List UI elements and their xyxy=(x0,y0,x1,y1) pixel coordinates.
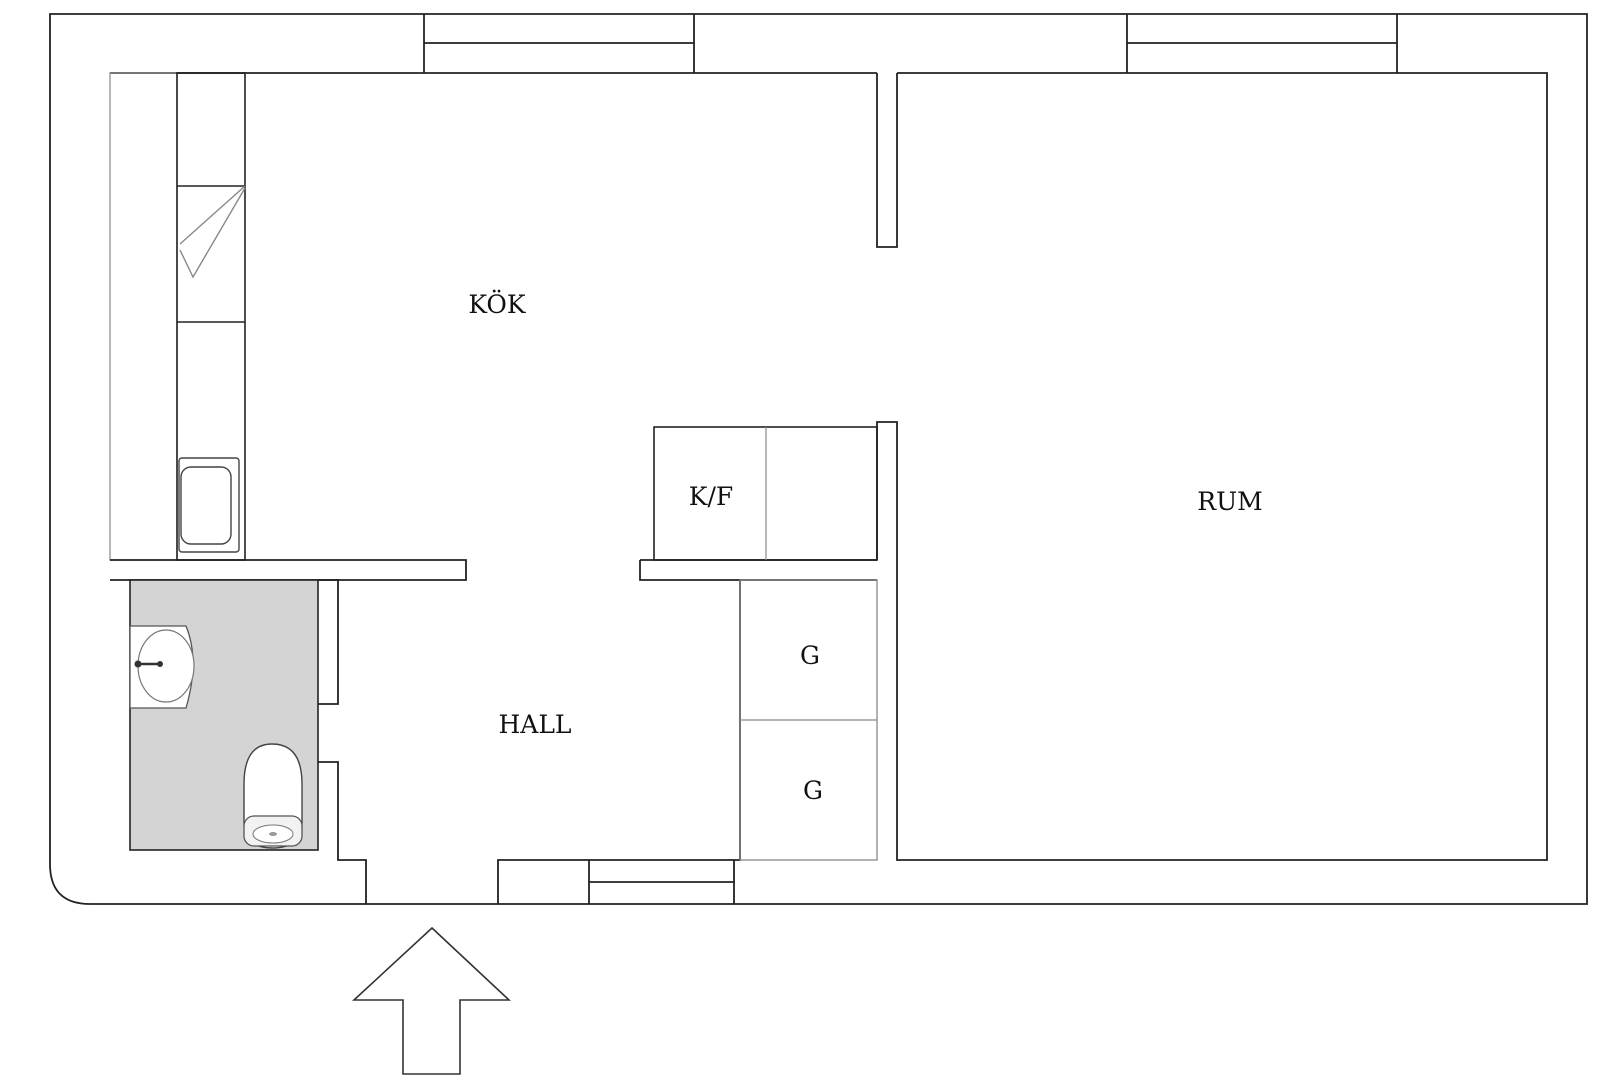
window-hall xyxy=(588,860,735,904)
inner-wall-kitchen-hall xyxy=(876,73,898,248)
room-label-wardrobe-2: G xyxy=(803,776,823,805)
sink-icon xyxy=(129,625,195,709)
window-kitchen xyxy=(423,14,695,73)
room-label-hall: HALL xyxy=(498,710,571,739)
room-label-fridge-freezer: K/F xyxy=(689,482,733,511)
room-label-wardrobe-1: G xyxy=(800,641,820,670)
outer-wall xyxy=(49,13,1588,905)
window-living-room xyxy=(1126,14,1398,73)
room-label-kitchen: KÖK xyxy=(468,290,527,319)
toilet-icon xyxy=(243,743,303,849)
kitchen-counter xyxy=(109,72,246,561)
fridge-freezer xyxy=(653,426,878,561)
kitchen-sink-icon xyxy=(178,457,240,553)
wardrobes xyxy=(739,579,878,861)
bathroom-wall xyxy=(318,579,367,904)
room-label-living-room: RUM xyxy=(1197,487,1263,516)
hall-entrance-wall xyxy=(497,580,741,904)
wall-kitchen-hall-left xyxy=(110,559,467,581)
wall-kitchen-hall-right xyxy=(639,559,877,581)
dishwasher-icon xyxy=(179,185,246,279)
arrow-up-icon xyxy=(351,926,512,1075)
living-room-wall xyxy=(876,72,1548,861)
